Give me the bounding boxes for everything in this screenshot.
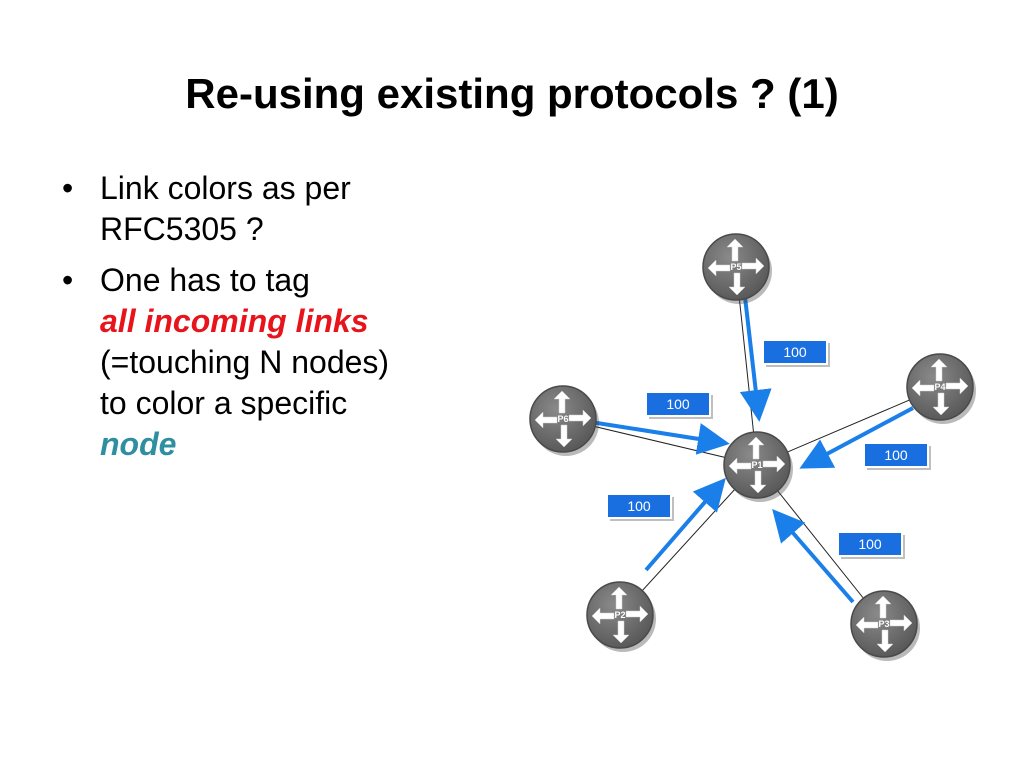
incoming-arrow-p4	[799, 406, 914, 469]
bullet-list: • Link colors as per RFC5305 ? • One has…	[60, 168, 480, 475]
arrows-layer	[577, 296, 914, 604]
router-label: P2	[614, 610, 625, 620]
router-label: P6	[557, 414, 568, 424]
metric-label-p5: 100	[762, 339, 830, 367]
router-icon-p6: P6	[529, 385, 600, 457]
bullet-item-2: • One has to tag all incoming links (=to…	[60, 260, 480, 465]
bullet-line: to color a specific	[100, 385, 348, 421]
incoming-arrow-p6	[577, 418, 730, 455]
emphasis-all-incoming-links: all incoming links	[100, 303, 369, 339]
link-p2-p1	[619, 464, 758, 616]
router-icon-p4: P4	[906, 353, 977, 425]
metrics-layer: 100 100 100 100 100	[606, 339, 931, 559]
slide-title: Re-using existing protocols ? (1)	[185, 70, 839, 117]
metric-label-p3: 100	[837, 531, 905, 559]
bullet-line: One has to tag	[100, 262, 310, 298]
metric-value: 100	[666, 396, 690, 412]
metric-label-p2: 100	[606, 493, 674, 521]
emphasis-node: node	[100, 426, 177, 462]
metric-label-p6: 100	[645, 391, 713, 419]
router-icon-p5: P5	[702, 233, 773, 305]
router-label: P3	[878, 619, 889, 629]
metric-value: 100	[783, 344, 807, 360]
incoming-arrow-p3	[772, 508, 855, 604]
router-icon-p1: P1	[723, 431, 794, 503]
router-label: P4	[934, 382, 945, 392]
metric-value: 100	[884, 447, 908, 463]
bullet-dot: •	[62, 262, 74, 298]
bullet-line: Link colors as per	[100, 170, 351, 206]
metric-value: 100	[627, 498, 651, 514]
metric-label-p4: 100	[863, 442, 931, 470]
incoming-arrow-p5	[739, 296, 772, 422]
router-icon-p2: P2	[586, 581, 657, 653]
bullet-line: (=touching N nodes)	[100, 344, 390, 380]
router-label: P5	[730, 262, 741, 272]
bullet-line: RFC5305 ?	[100, 211, 264, 247]
incoming-arrow-p2	[644, 477, 726, 572]
metric-value: 100	[858, 536, 882, 552]
bullet-item-1: • Link colors as per RFC5305 ?	[60, 168, 480, 250]
router-label: P1	[751, 460, 762, 470]
router-icon-p3: P3	[850, 590, 921, 662]
bullet-dot: •	[62, 170, 74, 206]
